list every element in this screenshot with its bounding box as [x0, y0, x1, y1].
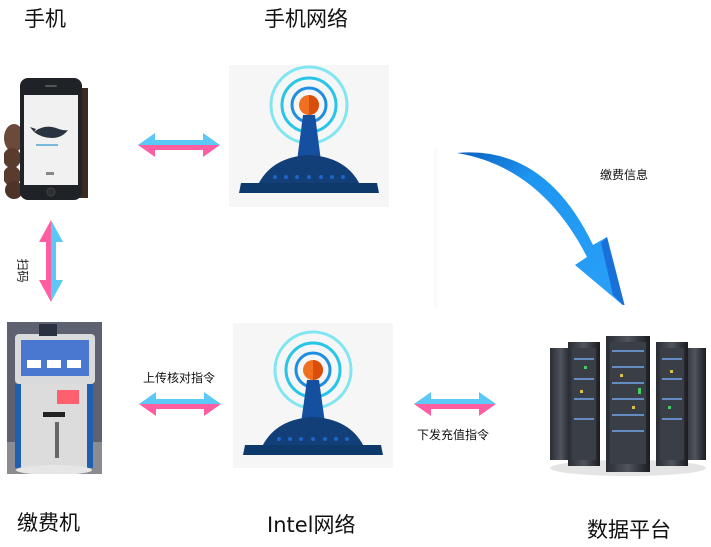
- server-rack-icon: [550, 336, 706, 476]
- data-platform-title: 数据平台: [587, 518, 671, 542]
- phone-image: [4, 78, 88, 202]
- issue-recharge-label: 下发充值指令: [417, 428, 490, 442]
- arrow-mobile-network-platform: [455, 145, 635, 305]
- payment-info-label: 缴费信息: [600, 168, 649, 182]
- kiosk-image: [7, 322, 102, 474]
- arrow-kiosk-intel-network: [139, 390, 221, 418]
- upload-verify-label: 上传核对指令: [143, 371, 216, 385]
- intel-network-title: Intel网络: [267, 513, 356, 537]
- data-platform-servers-image: [548, 336, 708, 478]
- mobile-network-tower-image: [229, 65, 389, 207]
- kiosk-title: 缴费机: [17, 511, 80, 535]
- scan-label: 扫码: [15, 258, 30, 283]
- antenna-tower-icon: [239, 65, 379, 193]
- arrow-phone-mobile-network: [138, 130, 220, 160]
- mobile-network-title: 手机网络: [264, 7, 348, 31]
- antenna-tower-icon: [243, 330, 383, 455]
- phone-title: 手机: [24, 7, 66, 31]
- intel-network-tower-image: [233, 323, 393, 468]
- divider: [433, 148, 438, 308]
- arrow-phone-kiosk: [38, 220, 64, 302]
- arrow-intel-network-platform: [414, 390, 496, 418]
